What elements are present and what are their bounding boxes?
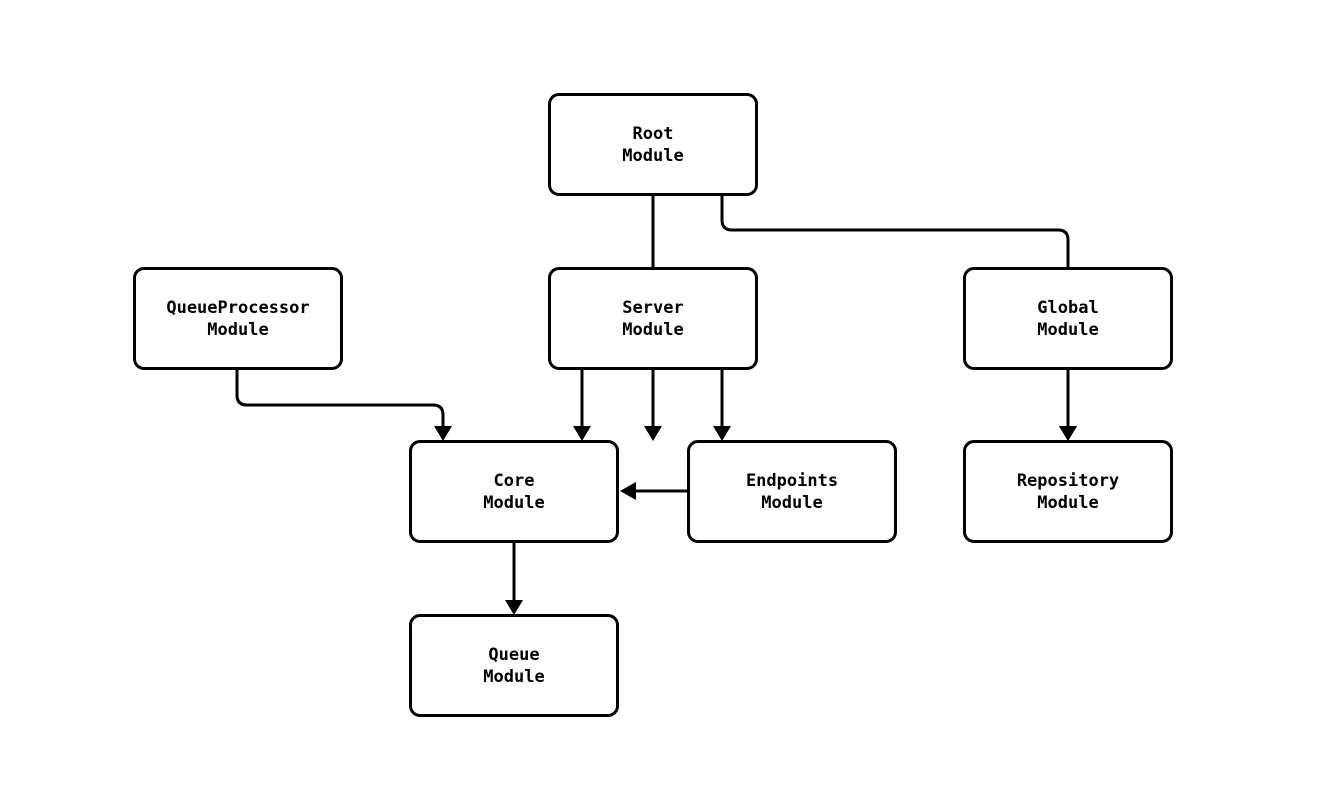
node-global-module-line1: Global [1037,297,1099,318]
node-queueprocessor-module[interactable]: QueueProcessor Module [133,267,343,370]
node-endpoints-module-line2: Module [761,492,823,513]
node-server-module-line1: Server [622,297,684,318]
node-repository-module[interactable]: Repository Module [963,440,1173,543]
node-core-module-line2: Module [483,492,545,513]
edge-core-to-queue [505,543,523,615]
node-core-module-line1: Core [493,470,535,491]
edge-server-to-endpoints [713,370,731,441]
edge-global-to-repository [1059,370,1077,441]
node-root-module-line2: Module [622,145,684,166]
node-endpoints-module-line1: Endpoints [745,470,839,491]
node-core-module[interactable]: Core Module [409,440,619,543]
node-server-module[interactable]: Server Module [548,267,758,370]
node-queueprocessor-module-line2: Module [207,319,269,340]
node-root-module[interactable]: Root Module [548,93,758,196]
node-global-module-line2: Module [1037,319,1099,340]
node-queue-module-line2: Module [483,666,545,687]
node-repository-module-line2: Module [1037,492,1099,513]
edge-endpoints-to-core [620,482,687,500]
node-server-module-line2: Module [622,319,684,340]
node-root-module-line1: Root [632,123,674,144]
node-queueprocessor-module-line1: QueueProcessor [166,297,310,318]
edge-queueprocessor-to-core [235,370,452,441]
node-queue-module[interactable]: Queue Module [409,614,619,717]
node-endpoints-module[interactable]: Endpoints Module [687,440,897,543]
node-repository-module-line1: Repository [1016,470,1120,491]
edge-server-to-core [573,370,591,441]
node-queue-module-line1: Queue [488,644,540,665]
node-global-module[interactable]: Global Module [963,267,1173,370]
